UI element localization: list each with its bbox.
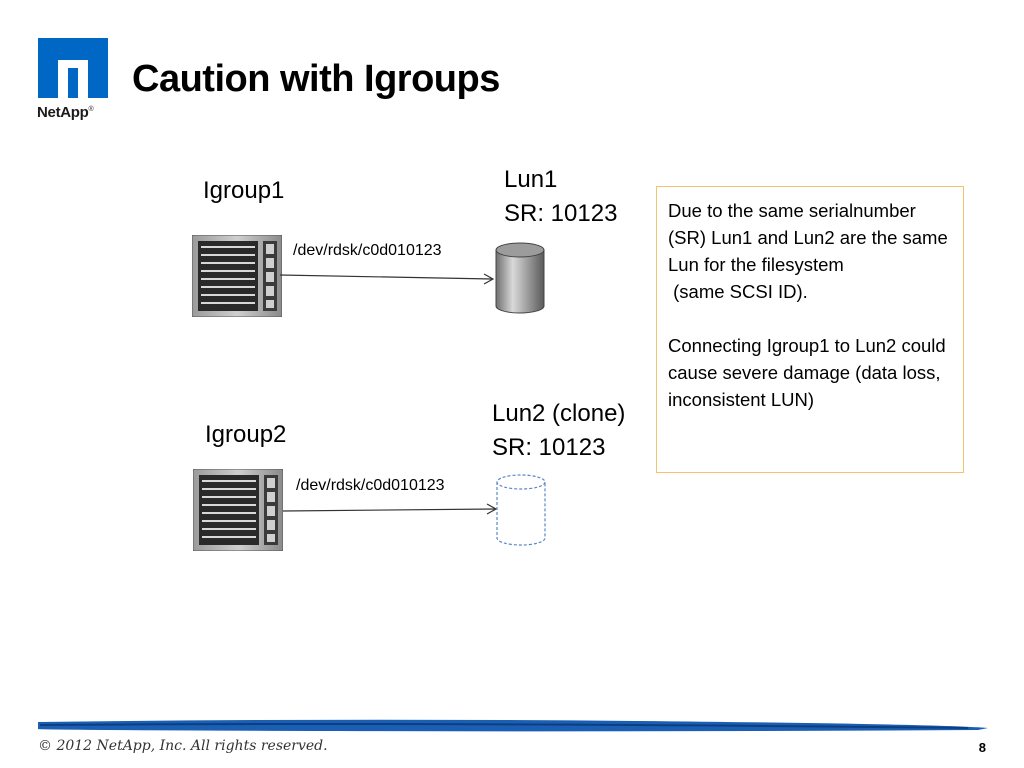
page-number: 8 — [978, 740, 986, 755]
netapp-logo-text: NetApp® — [37, 104, 94, 121]
lun1-name: Lun1 — [504, 166, 558, 193]
lun2-name: Lun2 (clone) — [492, 400, 626, 427]
igroup2-server-icon — [193, 469, 283, 551]
igroup1-server-icon — [192, 235, 282, 317]
slide-title: Caution with Igroups — [132, 58, 500, 100]
lun1-serial: SR: 10123 — [504, 200, 618, 227]
igroup1-label: Igroup1 — [203, 177, 285, 204]
lun2-label: Lun2 (clone) SR: 10123 — [492, 397, 625, 465]
igroup2-label: Igroup2 — [205, 421, 287, 448]
lun1-label: Lun1 SR: 10123 — [504, 163, 617, 231]
igroup1-mapping-arrow — [279, 273, 495, 285]
lun2-clone-disk-icon — [496, 474, 546, 546]
lun1-disk-icon — [495, 242, 545, 314]
note-paragraph-1: Due to the same serialnumber (SR) Lun1 a… — [668, 200, 948, 302]
netapp-logo-icon — [38, 38, 108, 98]
igroup2-mapping-arrow — [282, 503, 498, 515]
warning-note-box: Due to the same serialnumber (SR) Lun1 a… — [656, 186, 964, 473]
lun2-serial: SR: 10123 — [492, 434, 606, 461]
footer-copyright: © 2012 NetApp, Inc. All rights reserved. — [38, 738, 328, 754]
note-paragraph-2: Connecting Igroup1 to Lun2 could cause s… — [668, 335, 951, 410]
footer-brush-bar — [38, 719, 988, 732]
igroup2-device-path: /dev/rdsk/c0d010123 — [296, 477, 445, 494]
igroup1-device-path: /dev/rdsk/c0d010123 — [293, 242, 442, 259]
